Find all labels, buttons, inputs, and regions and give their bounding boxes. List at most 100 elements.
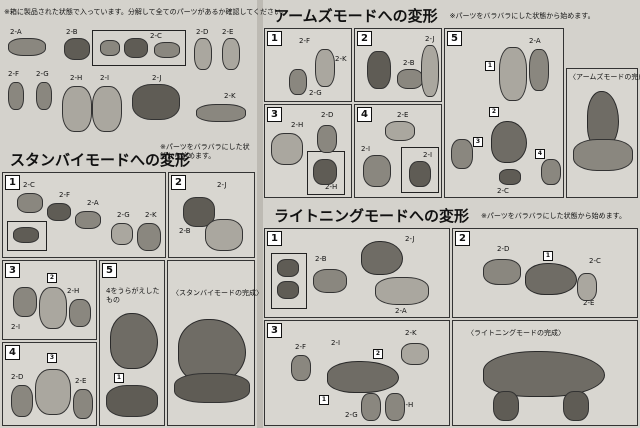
arms-step-5: 5 2-A 1 2 3 4 2-C [444,28,564,198]
part-illustration [573,139,633,171]
part-illustration [385,121,415,141]
part-illustration [106,385,158,417]
step-label: 2-J [405,235,415,243]
sub-step-number: 3 [473,137,483,147]
step-number: 5 [447,31,462,46]
step-label: 2-I [361,145,371,153]
sub-step-number: 1 [543,251,553,261]
part-label: 2-H [70,74,83,82]
lightning-note: ※パーツをバラバラにした状態から始めます。 [481,212,626,220]
part-2c-frame [92,30,186,66]
part-illustration [315,49,335,87]
standby-complete-label: 〈スタンバイモードの完成〉 [172,289,263,297]
detail-box [271,253,307,309]
sub-step-number: 3 [47,353,57,363]
step-label: 2-H [67,287,80,295]
step-label: 2-E [75,377,87,385]
part-label: 2-J [152,74,162,82]
part-label: 2-D [196,28,209,36]
step-number: 3 [267,323,282,338]
standby-step-2: 2 2-J 2-B [168,172,255,258]
arms-title: アームズモードへの変形 [274,7,438,25]
part-illustration [271,133,303,165]
sub-step-number: 2 [373,349,383,359]
arms-step-4: 4 2-E 2-I 2-I [354,104,442,198]
step-label: 2-A [395,307,407,315]
step-label: 2-E [397,111,409,119]
step-label: 2-I [423,151,433,159]
sub-step-number: 1 [485,61,495,71]
step-label: 2-I [331,339,341,347]
step-label: 2-F [59,191,71,199]
arms-complete-label: 〈アームズモードの完成〉 [569,73,640,81]
part-illustration [137,223,161,251]
part-illustration [421,45,439,97]
step-label: 2-J [217,181,227,189]
part-label: 2-C [150,32,162,40]
lightning-complete-label: 〈ライトニングモードの完成〉 [467,329,565,337]
lightning-step-3: 3 2-K 2-F 2-I 2 2-G 2-H 1 [264,320,450,426]
step-label: 2-E [583,299,595,307]
part-illustration [577,273,597,301]
sub-step-number: 2 [489,107,499,117]
step-number: 3 [5,263,20,278]
part-illustration [529,49,549,91]
step-label: 2-K [335,55,347,63]
standby-step-1: 1 2-C 2-F 2-A 2-G 2-K [2,172,166,258]
arms-step-1: 1 2-F 2-K 2-G [264,28,352,102]
standby-header: スタンバイモードへの変形 [0,148,257,172]
step-label: 2-F [295,343,307,351]
part-2g [36,82,52,110]
step-label: 2-C [589,257,601,265]
part-illustration [361,393,381,421]
sub-step-number: 1 [319,395,329,405]
detail-box [401,147,439,193]
part-illustration [493,391,519,421]
step-label: 2-C [23,181,35,189]
lightning-complete-model [483,351,605,397]
part-2k [196,104,246,122]
arms-step-2: 2 2-B 2-J [354,28,442,102]
step-number: 1 [267,31,282,46]
step-label: 2-G [345,411,358,419]
step-label: 2-B [315,255,327,263]
part-2i [92,86,122,132]
lightning-title: ライトニングモードへの変形 [274,207,470,225]
step-number: 2 [455,231,470,246]
part-illustration [205,219,243,251]
part-illustration [541,159,561,185]
step-number: 2 [171,175,186,190]
arms-complete-panel: 〈アームズモードの完成〉 [566,68,640,198]
part-illustration [375,277,429,305]
standby-step-4: 4 3 2-D 2-E [2,342,97,426]
arms-step-3: 3 2-H 2-D 2-H [264,104,352,198]
step-label: 2-H [291,121,304,129]
part-illustration [277,259,299,277]
part-illustration [409,161,431,187]
part-illustration [361,241,403,275]
part-illustration [317,125,337,153]
part-2f [8,82,24,110]
standby-complete-model [178,319,246,383]
part-2j [132,84,180,120]
part-2h [62,86,92,132]
step-label: 2-H [401,401,414,409]
part-illustration [174,373,250,403]
standby-step-3: 3 2 2-H 2-I [2,260,97,340]
part-illustration [483,259,521,285]
arms-header: アームズモードへの変形 ※パーツをバラバラにした状態から始めます。 [264,4,640,28]
part-illustration [75,211,101,229]
part-illustration [277,281,299,299]
part-illustration [39,287,67,329]
step-label: 2-D [497,245,510,253]
lightning-step-2: 2 2-D 1 2-C 2-E [452,228,638,318]
step-label: 2-D [321,111,334,119]
sub-step-number: 4 [535,149,545,159]
part-label: 2-A [10,28,22,36]
arms-note: ※パーツをバラバラにした状態から始めます。 [449,12,595,20]
parts-check-note: ※箱に製品された状態で入っています。分解して全てのパーツがあるか確認してください… [4,8,289,16]
part-illustration [363,155,391,187]
step-label: 2-K [405,329,417,337]
part-label: 2-I [100,74,110,82]
